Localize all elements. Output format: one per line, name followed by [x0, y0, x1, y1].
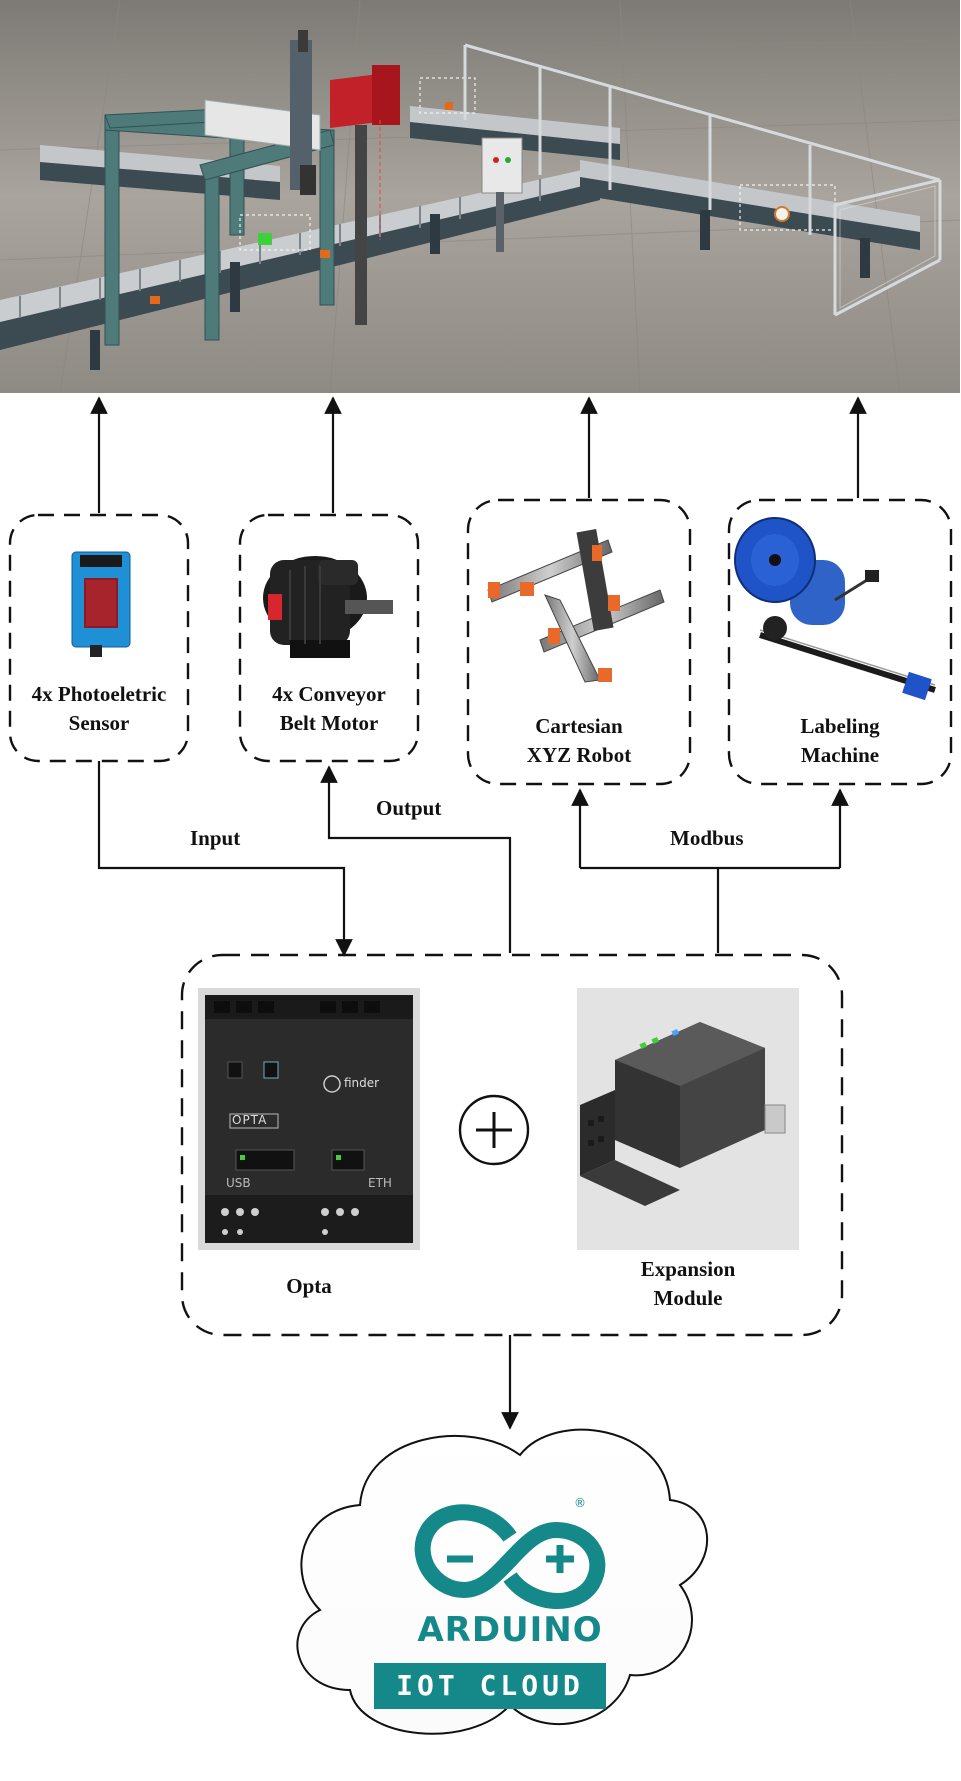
robot-label-line1: Cartesian: [535, 714, 623, 738]
robot-label: Cartesian XYZ Robot: [478, 712, 680, 770]
robot-label-line2: XYZ Robot: [526, 743, 632, 767]
sensor-label-line2: Sensor: [68, 711, 130, 735]
opta-plc-image: [198, 988, 420, 1250]
labeling-machine-image: [734, 517, 936, 701]
expansion-module-image: [577, 988, 799, 1250]
conveyor-motor-image: [263, 556, 393, 658]
opta-eth-text: ETH: [368, 1176, 392, 1190]
actuation-arrows: [90, 396, 867, 513]
photoelectric-sensor-image: [71, 551, 131, 657]
motor-label: 4x Conveyor Belt Motor: [246, 680, 412, 738]
sensor-label-line1: 4x Photoeletric: [31, 682, 167, 706]
expansion-label-line1: Expansion: [640, 1257, 736, 1281]
motor-label-line1: 4x Conveyor: [272, 682, 386, 706]
labeler-label-line2: Machine: [800, 743, 880, 767]
sensor-label: 4x Photoeletric Sensor: [16, 680, 182, 738]
plus-icon: [458, 1094, 530, 1166]
factory-scene-image: [0, 0, 961, 394]
output-label: Output: [376, 796, 442, 820]
controller-box: [180, 953, 844, 1337]
modbus-label: Modbus: [670, 826, 744, 850]
opta-panel-text: OPTA: [232, 1113, 268, 1127]
arduino-logo-icon: [414, 1504, 606, 1609]
arduino-brand-text: ARDUINO: [417, 1610, 603, 1650]
opta-label: Opta: [286, 1274, 332, 1298]
registered-mark: ®: [574, 1496, 586, 1510]
device-boxes: [8, 498, 953, 786]
expansion-label: Expansion Module: [618, 1255, 758, 1313]
labeler-label: Labeling Machine: [739, 712, 941, 770]
expansion-label-line2: Module: [653, 1286, 723, 1310]
controller-wiring: [97, 761, 849, 1430]
opta-brand-text: finder: [344, 1076, 380, 1090]
input-label: Input: [190, 826, 241, 850]
motor-label-line2: Belt Motor: [279, 711, 379, 735]
opta-usb-text: USB: [226, 1176, 251, 1190]
cloud-shape: [296, 1428, 709, 1735]
cartesian-robot-image: [487, 529, 665, 683]
labeler-label-line1: Labeling: [800, 714, 880, 738]
iot-cloud-badge: IOT CLOUD: [374, 1663, 606, 1709]
